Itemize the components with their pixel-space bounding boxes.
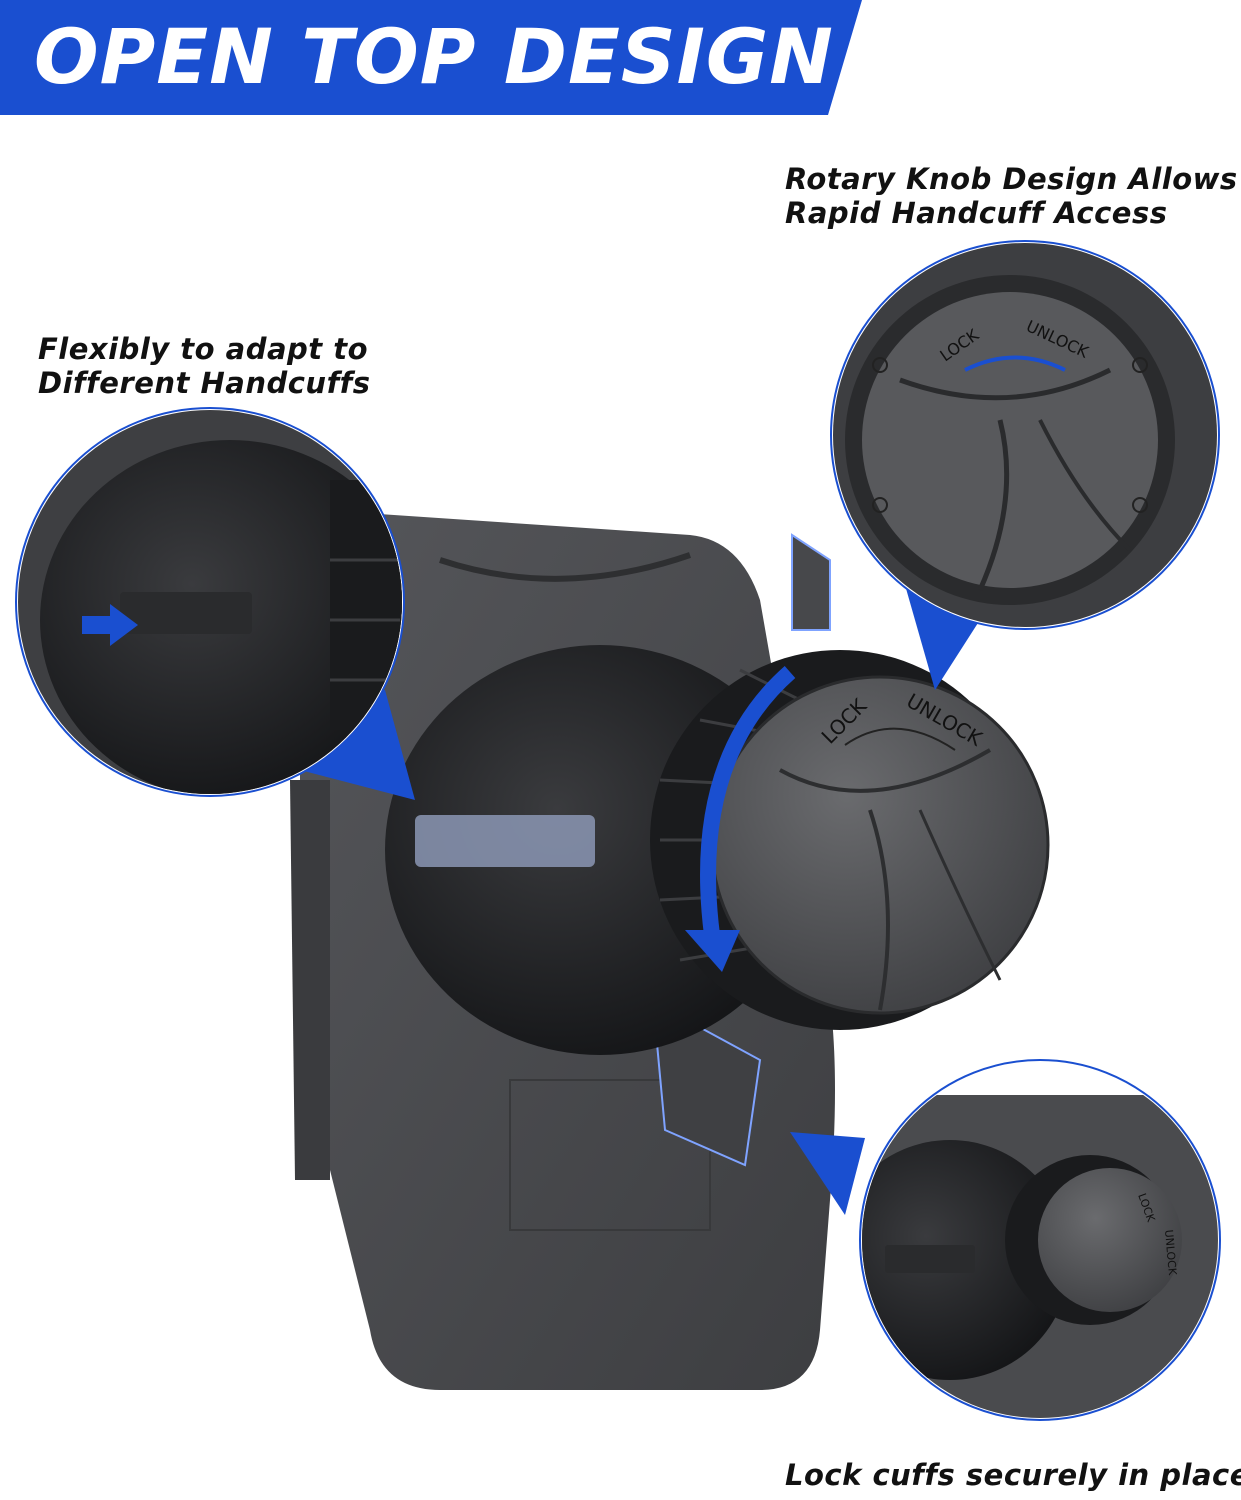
detail-circle-knob: LOCK UNLOCK	[830, 240, 1220, 630]
insert-arrow-icon	[82, 604, 138, 646]
banner-title: OPEN TOP DESIGN	[34, 12, 834, 101]
caption-line: Different Handcuffs	[38, 366, 371, 400]
detail-circle-locked: LOCK UNLOCK	[859, 1059, 1221, 1421]
caption-rotary-knob: Rotary Knob Design Allows Rapid Handcuff…	[785, 162, 1238, 230]
caption-line: Rapid Handcuff Access	[785, 196, 1168, 230]
banner-background	[0, 0, 862, 115]
detail-circle-slot	[15, 407, 405, 797]
belt-clip-top	[791, 533, 831, 631]
rotation-arrow-icon	[700, 665, 796, 936]
caption-line: Flexibly to adapt to	[38, 332, 369, 366]
rotary-knob: LOCK UNLOCK	[710, 675, 1050, 1015]
rotation-arrowhead-icon	[685, 930, 740, 972]
caption-lock-cuffs: Lock cuffs securely in place	[785, 1458, 1241, 1492]
pointer-bottom-right	[790, 1132, 865, 1215]
cuff-slot	[415, 815, 595, 867]
detail-small-unlock-label: UNLOCK	[1162, 1229, 1179, 1276]
caption-flexible: Flexibly to adapt to Different Handcuffs	[38, 332, 371, 400]
caption-line: Rotary Knob Design Allows	[785, 162, 1238, 196]
